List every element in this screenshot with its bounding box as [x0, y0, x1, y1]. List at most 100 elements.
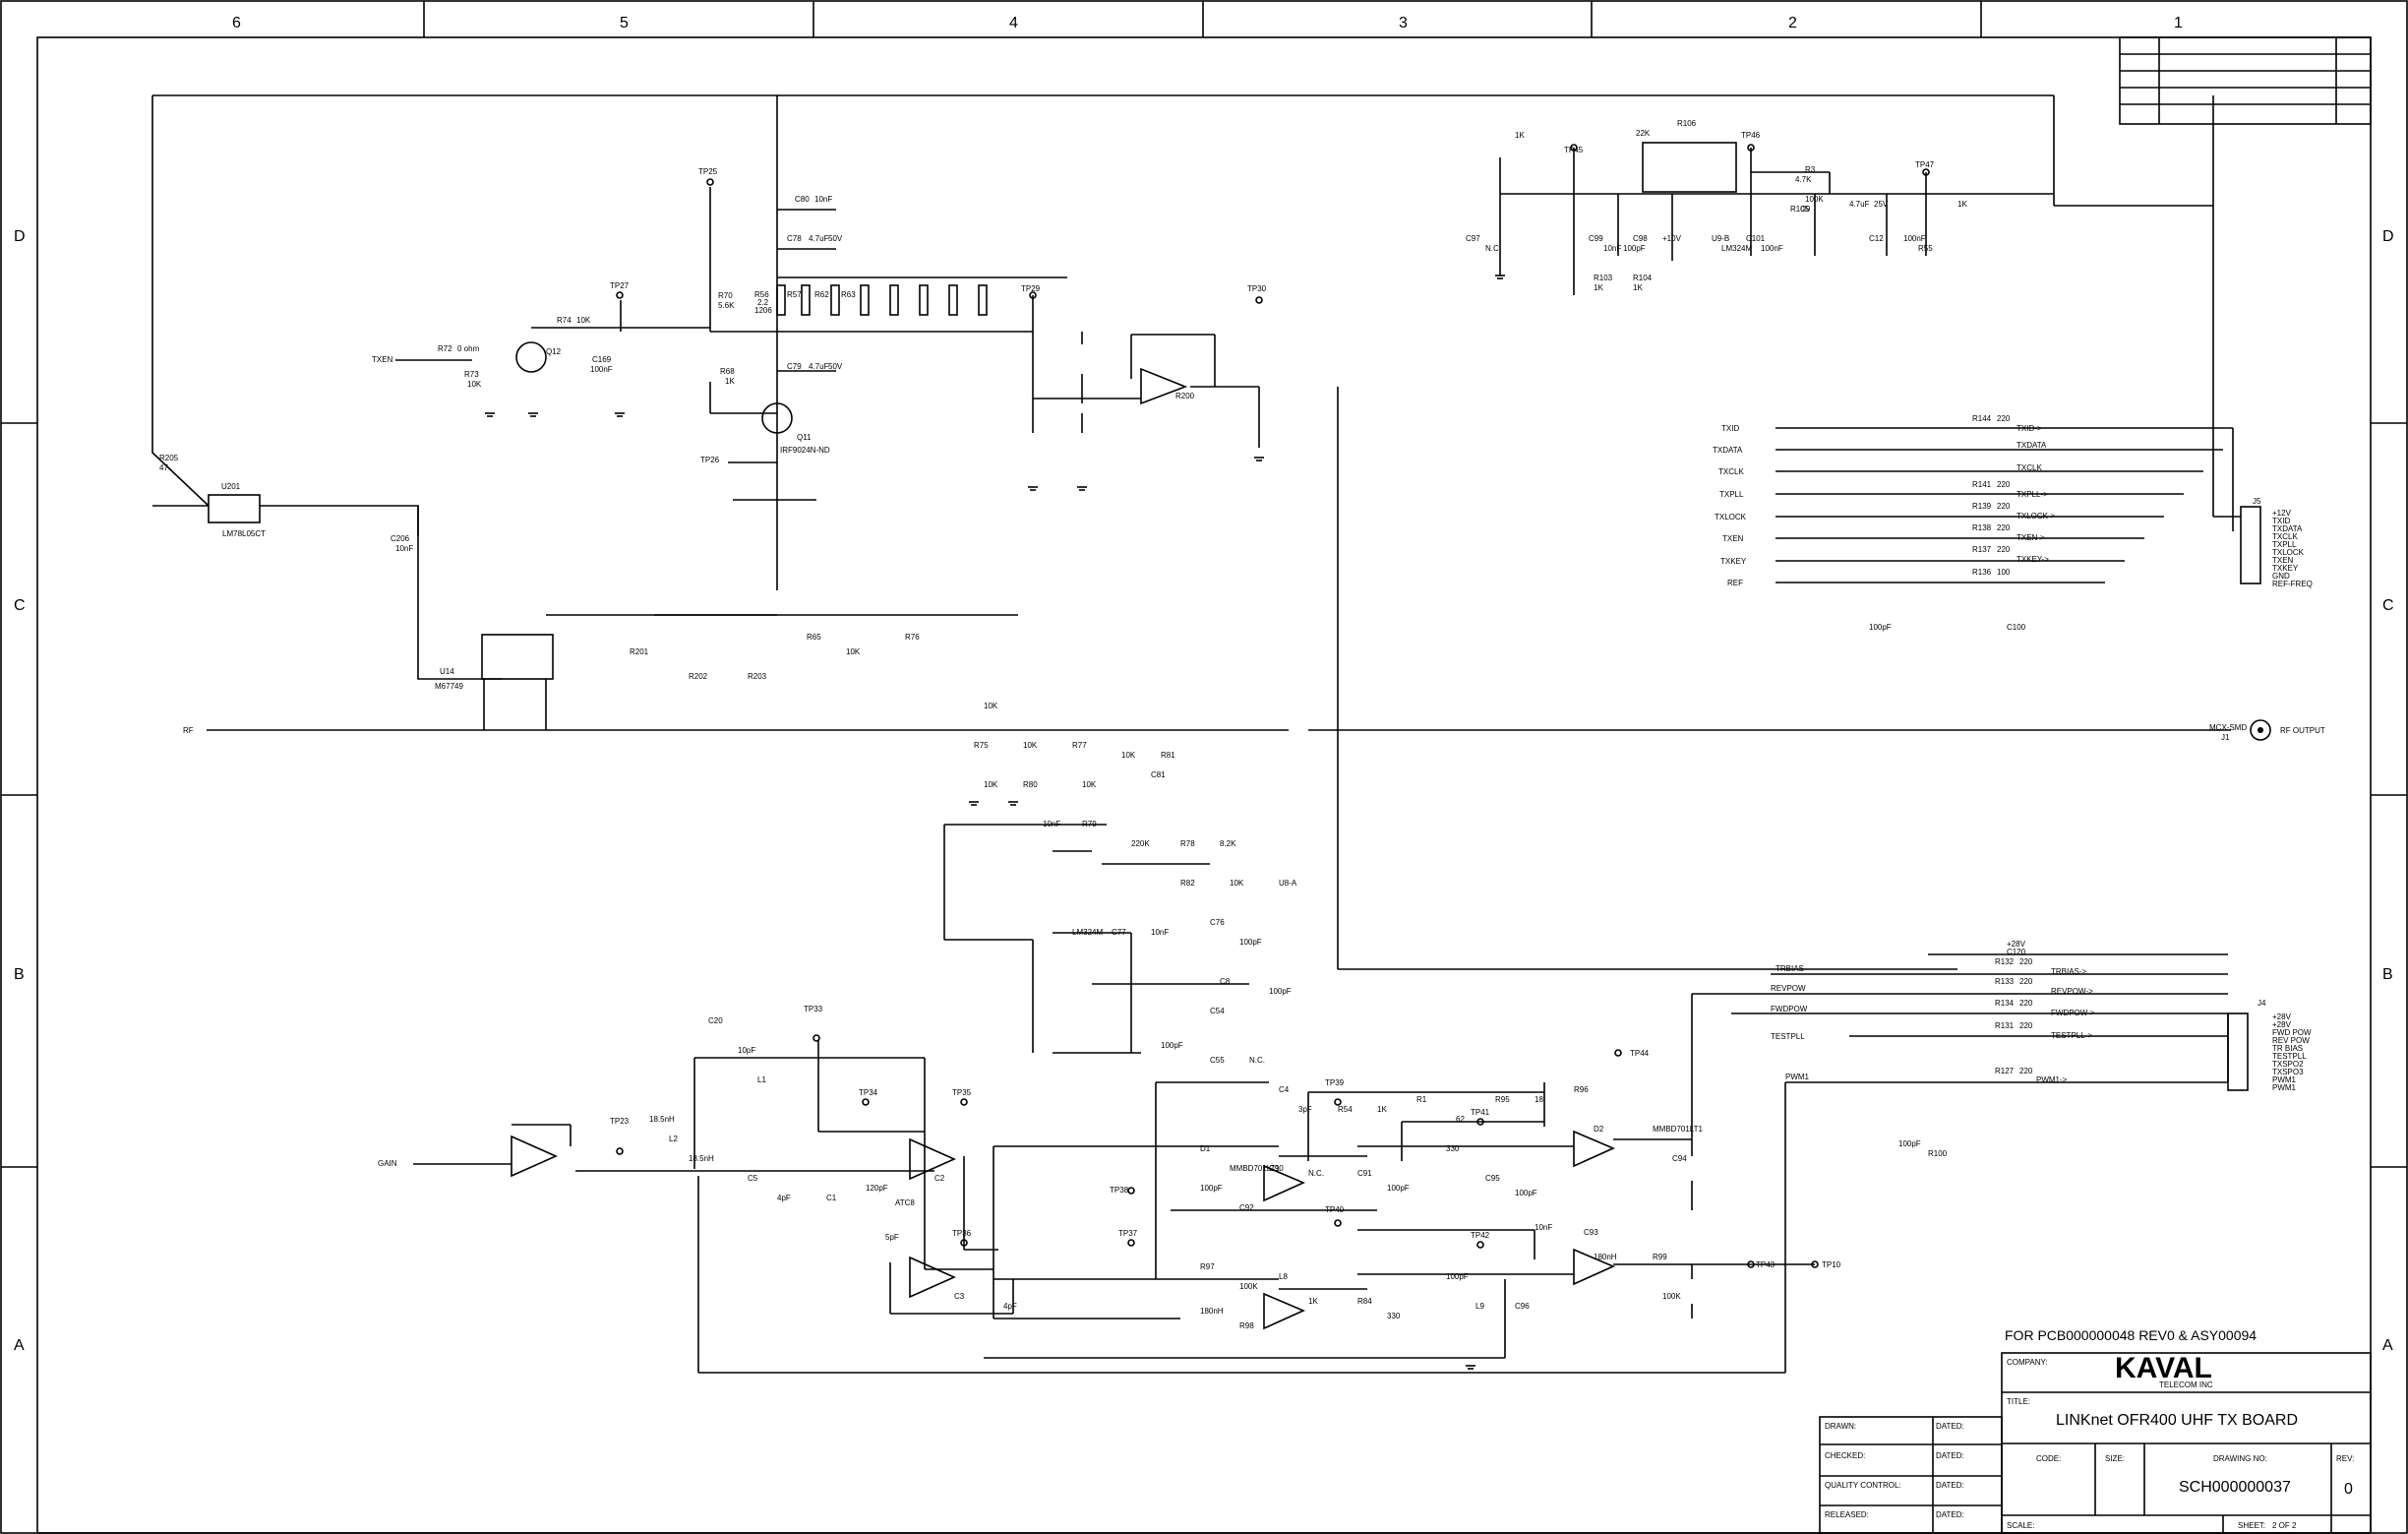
port-pwm1: PWM1: [1785, 1073, 1810, 1081]
svg-text:R133: R133: [1995, 977, 2015, 986]
svg-text:TXID->: TXID->: [2017, 424, 2042, 433]
svg-text:4.7uF: 4.7uF: [809, 362, 829, 371]
component-label: +10V: [1662, 234, 1682, 243]
component-label: 330: [1387, 1312, 1401, 1320]
svg-text:TP39: TP39: [1325, 1078, 1345, 1087]
component-label: D2: [1594, 1125, 1604, 1134]
revision-table: [2119, 36, 2372, 125]
component-label: 180nH: [1200, 1307, 1224, 1316]
zone-row-labels: D C B A D C B A: [14, 228, 2394, 1354]
svg-text:FWD POW: FWD POW: [2272, 1028, 2312, 1037]
svg-text:TP33: TP33: [804, 1005, 823, 1013]
svg-text:R131: R131: [1995, 1021, 2015, 1030]
svg-text:QUALITY CONTROL:: QUALITY CONTROL:: [1825, 1481, 1901, 1490]
svg-text:R137: R137: [1972, 545, 1992, 554]
svg-text:DRAWN:: DRAWN:: [1825, 1422, 1856, 1431]
component-label: D1: [1200, 1144, 1211, 1153]
svg-text:Q12: Q12: [546, 347, 562, 356]
zone-row-d-right: D: [2382, 228, 2394, 245]
component-label: C95: [1485, 1174, 1500, 1183]
j5-connector: [2240, 506, 2261, 584]
q12-transistor: Q12: [515, 341, 562, 373]
zone-column-labels: 6 5 4 3 2 1: [232, 15, 2183, 31]
svg-text:TP26: TP26: [700, 456, 720, 464]
component-label: LM324M: [1072, 928, 1103, 937]
component-label: C97: [1466, 234, 1480, 243]
svg-text:TRBIAS: TRBIAS: [1776, 964, 1804, 973]
component-label: R100: [1928, 1149, 1948, 1158]
u10c-opamp: [909, 1256, 956, 1299]
component-label: 100pF: [1446, 1272, 1469, 1281]
svg-text:TXDATA: TXDATA: [2017, 441, 2047, 450]
ground-symbols: [485, 275, 1505, 1370]
svg-text:R127: R127: [1995, 1067, 2015, 1075]
svg-text:TP47: TP47: [1915, 160, 1935, 169]
component-label: 1K: [1957, 200, 1967, 209]
drawing-number: SCH000000037: [2179, 1479, 2291, 1496]
component-label: 100pF: [1869, 623, 1892, 632]
component-label: R65: [807, 633, 821, 642]
j4-resistor-labels: R132 220 TRBIAS-> R133 220 REVPOW-> R134…: [1995, 957, 2095, 1084]
code-label: CODE:: [2036, 1454, 2061, 1463]
component-label: C9: [1800, 205, 1811, 214]
svg-text:TXKEY->: TXKEY->: [2017, 555, 2049, 564]
svg-text:220: 220: [1997, 502, 2011, 511]
component-label: 10nF: [1151, 928, 1169, 937]
svg-text:FWDPOW: FWDPOW: [1771, 1005, 1808, 1013]
svg-text:TP38: TP38: [1110, 1186, 1129, 1195]
svg-text:50V: 50V: [828, 362, 843, 371]
component-label: R1: [1416, 1095, 1427, 1104]
svg-text:TXKEY: TXKEY: [1720, 557, 1747, 566]
component-label: C100: [2007, 623, 2026, 632]
component-label: C20: [708, 1016, 723, 1025]
component-label: R3: [1805, 165, 1816, 174]
component-label: 18: [1535, 1095, 1543, 1104]
svg-text:R74: R74: [557, 316, 572, 325]
svg-text:REV POW: REV POW: [2272, 1036, 2310, 1045]
zone-col-3: 3: [1399, 15, 1408, 31]
svg-text:TXSPO3: TXSPO3: [2272, 1068, 2304, 1076]
component-label: 10nF: [1043, 820, 1060, 828]
j1-connector: [2250, 719, 2271, 741]
component-label: U8-A: [1279, 879, 1297, 888]
svg-text:TRBIAS->: TRBIAS->: [2051, 967, 2087, 976]
svg-text:R73: R73: [464, 370, 479, 379]
svg-text:220: 220: [1997, 523, 2011, 532]
svg-text:+28V: +28V: [2007, 940, 2026, 949]
svg-text:TXPLL: TXPLL: [1719, 490, 1744, 499]
component-label: L9: [1475, 1302, 1484, 1311]
svg-text:R57: R57: [787, 290, 802, 299]
svg-text:0 ohm: 0 ohm: [457, 344, 480, 353]
svg-text:IRF9024N-ND: IRF9024N-ND: [780, 446, 830, 455]
component-label: 120pF: [866, 1184, 888, 1193]
component-label: 10K: [1230, 879, 1244, 888]
svg-text:TXLOCK: TXLOCK: [1715, 513, 1747, 522]
component-label: C2: [934, 1174, 945, 1183]
drawing-title: LINKnet OFR400 UHF TX BOARD: [2056, 1412, 2298, 1429]
svg-text:TP27: TP27: [610, 281, 630, 290]
svg-text:U14: U14: [440, 667, 454, 676]
component-label: MMBD701LT1: [1653, 1125, 1704, 1134]
component-label: R104: [1633, 274, 1653, 282]
j4-input-labels: +28V TRBIAS REVPOW FWDPOW: [1771, 940, 2026, 1013]
component-label: R203: [748, 672, 767, 681]
rev-value: 0: [2344, 1481, 2353, 1498]
component-label: C3: [954, 1292, 965, 1301]
svg-text:PWM1: PWM1: [2272, 1083, 2297, 1092]
svg-text:220: 220: [1997, 480, 2011, 489]
component-label: 100pF: [1239, 938, 1262, 947]
svg-text:R56: R56: [754, 290, 769, 299]
svg-text:220: 220: [1997, 414, 2011, 423]
component-label: 100pF: [1623, 244, 1646, 253]
port-tp43: TP43: [1756, 1260, 1776, 1269]
svg-text:220: 220: [2019, 957, 2033, 966]
component-label: R97: [1200, 1262, 1215, 1271]
j4-pin-labels: J4 +28V +28V FWD POW REV POW TR BIAS TES…: [2258, 999, 2312, 1092]
component-label: LM324M: [1721, 244, 1752, 253]
svg-text:TXID: TXID: [2272, 517, 2290, 525]
svg-text:TP37: TP37: [1118, 1229, 1138, 1238]
svg-text:TP40: TP40: [1325, 1205, 1345, 1214]
j5-resistor-labels: R144 220 TXID-> TXDATA TXCLK R141 220 TX…: [1972, 414, 2056, 577]
svg-text:C80: C80: [795, 195, 810, 204]
component-label: R95: [1495, 1095, 1510, 1104]
